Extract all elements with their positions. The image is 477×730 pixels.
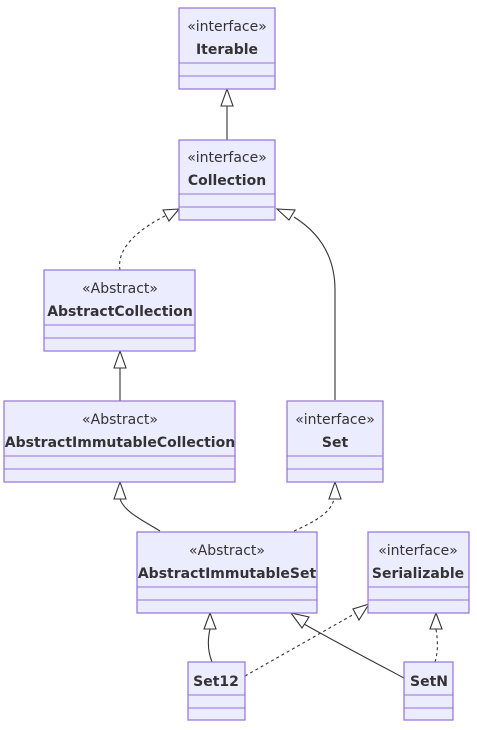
arrowhead-ais-right [289,612,310,629]
class-iterable[interactable]: «interface» Iterable [178,7,276,90]
class-stereotype: «interface» [187,150,267,166]
edge-ais-aic [119,498,161,532]
class-name: Collection [188,173,266,189]
relations [119,106,438,679]
arrowhead-iterable [220,87,234,107]
edge-set-collection [293,216,336,400]
edge-setn-ais [303,623,405,679]
class-stereotype: «Abstract» [189,543,265,559]
arrowhead-serializable-left [352,603,371,622]
class-name: Set12 [193,674,239,690]
edge-set12-ais [207,628,213,663]
edge-setn-serializable [434,628,438,663]
class-abstractimmutablecollection[interactable]: «Abstract» AbstractImmutableCollection [3,400,236,483]
arrowhead-collection-left [162,208,181,222]
arrowhead-serializable-right [429,611,443,630]
class-abstractimmutableset[interactable]: «Abstract» AbstractImmutableSet [136,531,318,614]
class-abstractcollection[interactable]: «Abstract» AbstractCollection [43,269,196,352]
class-name: AbstractCollection [47,304,193,320]
class-name: AbstractImmutableSet [138,566,317,582]
class-stereotype: «interface» [187,19,267,35]
arrowhead-ais-left [203,611,217,630]
class-stereotype: «Abstract» [82,281,158,297]
arrowhead-set [328,480,342,500]
arrowhead-collection-right [275,208,296,221]
arrowhead-abstractcollection [113,349,127,369]
class-set12[interactable]: Set12 [187,661,246,721]
arrowheads [113,87,443,630]
class-name: Set [322,435,349,451]
edge-ais-set [293,498,335,532]
class-name: Iterable [196,42,258,58]
class-stereotype: «interface» [378,543,458,559]
class-set[interactable]: «interface» Set [286,400,384,483]
edge-abstractcollection-collection [119,214,168,271]
class-setn[interactable]: SetN [403,661,454,721]
class-stereotype: «interface» [295,412,375,428]
class-name: SetN [410,674,448,690]
class-name: AbstractImmutableCollection [5,435,235,451]
class-stereotype: «Abstract» [82,412,158,428]
arrowhead-aic [113,480,127,500]
class-name: Serializable [372,566,464,582]
class-collection[interactable]: «interface» Collection [178,139,276,221]
class-serializable[interactable]: «interface» Serializable [367,531,470,614]
